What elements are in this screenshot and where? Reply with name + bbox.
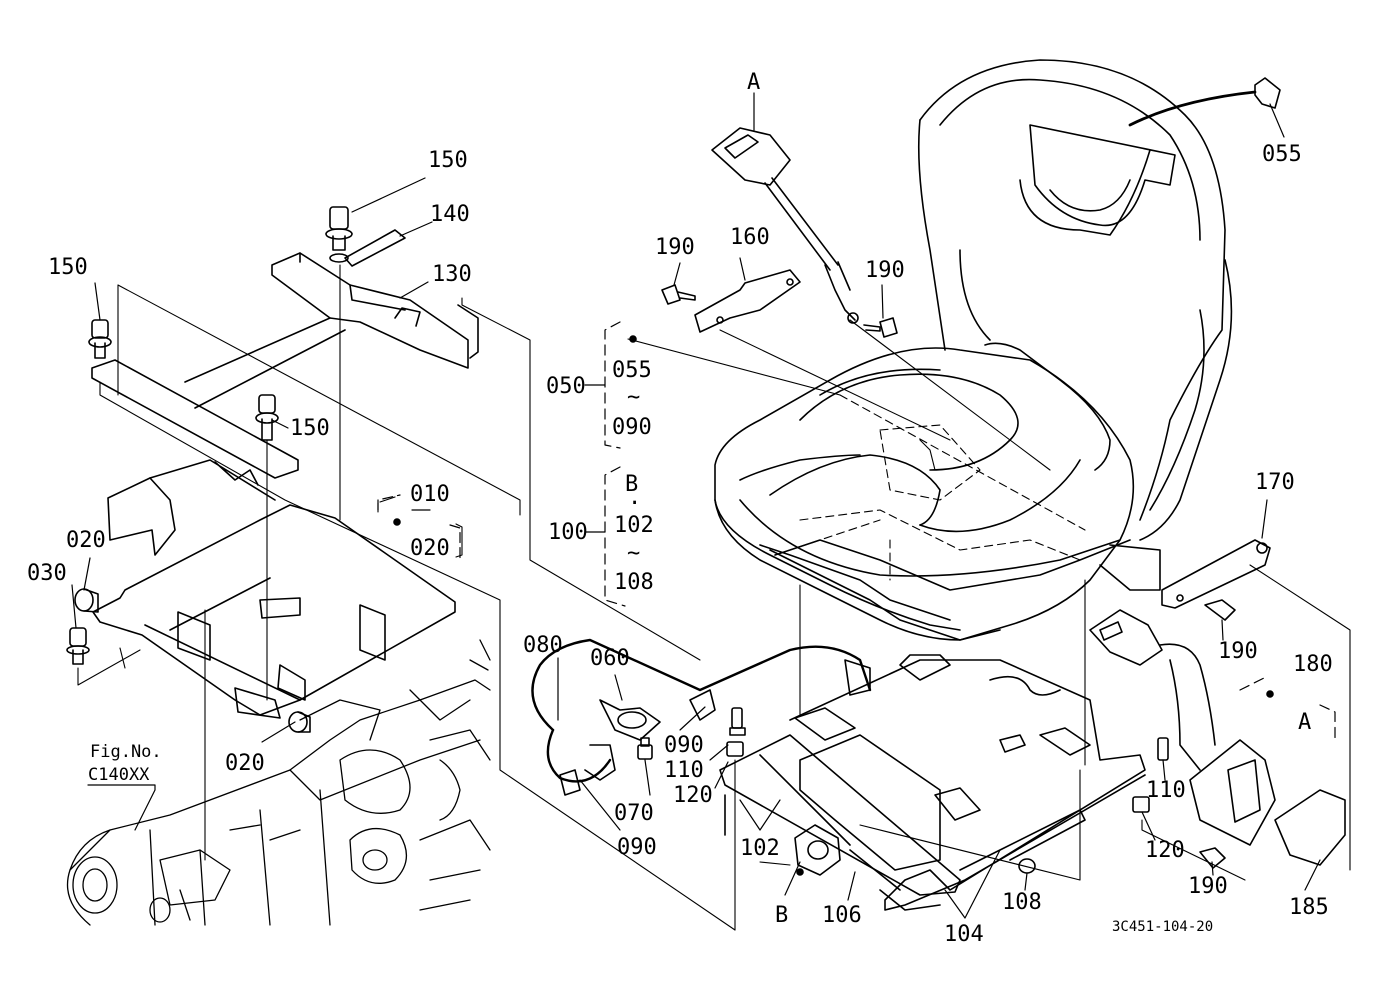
bolt-icon xyxy=(255,394,279,441)
callout-100: 100 xyxy=(548,520,588,545)
bolt-icon xyxy=(88,319,112,359)
seat-belt-icon xyxy=(711,127,859,324)
callout-055-top: 055 xyxy=(1262,142,1302,167)
upper-mounting-bracket xyxy=(271,229,479,369)
callout-102-range: 102 xyxy=(614,513,654,538)
callout-020-bottom: 020 xyxy=(225,751,265,776)
callout-120-right: 120 xyxy=(1145,838,1185,863)
callout-020-left: 020 xyxy=(66,528,106,553)
bracket-icon xyxy=(694,269,801,333)
group-dot xyxy=(1266,690,1274,698)
callout-190-left: 190 xyxy=(655,235,695,260)
callout-104: 104 xyxy=(944,922,984,947)
lever-cable xyxy=(531,638,872,796)
fig-number-label: Fig.No. xyxy=(90,742,162,762)
nut-icon xyxy=(1018,858,1036,874)
group-dot xyxy=(629,335,637,343)
callout-B-bottom: B xyxy=(775,903,789,928)
group-dot xyxy=(796,868,804,876)
fig-leader-line xyxy=(87,784,156,831)
callout-080: 080 xyxy=(523,633,563,658)
washer-icon xyxy=(74,588,99,613)
group-bracket-010 xyxy=(377,494,461,559)
fig-reference[interactable]: C140XX xyxy=(88,765,150,785)
callout-190-bottom: 190 xyxy=(1188,874,1228,899)
callout-108-bottom: 108 xyxy=(1002,890,1042,915)
clip-icon xyxy=(1128,77,1281,127)
callout-020-group: 020 xyxy=(410,536,450,561)
bolt-icon xyxy=(661,284,696,305)
group-bracket-050 xyxy=(604,321,621,449)
range-dot: · xyxy=(628,491,642,516)
callout-120-left: 120 xyxy=(673,783,713,808)
seat-icon xyxy=(714,59,1233,641)
bolt-icon xyxy=(1157,737,1169,761)
callout-190-right-mid: 190 xyxy=(1218,639,1258,664)
callout-150-left: 150 xyxy=(48,255,88,280)
callout-130: 130 xyxy=(432,262,472,287)
callout-150-top: 150 xyxy=(428,148,468,173)
group-bracket-180 xyxy=(1239,675,1336,741)
group-dot xyxy=(393,518,401,526)
callout-leaders xyxy=(71,92,1321,919)
callout-102-bottom: 102 xyxy=(740,836,780,861)
callout-090-mid: 090 xyxy=(664,733,704,758)
washer-icon xyxy=(288,711,311,733)
bolt-icon xyxy=(1204,599,1236,621)
callout-150-mid: 150 xyxy=(290,416,330,441)
callout-090-range: 090 xyxy=(612,415,652,440)
callout-185: 185 xyxy=(1289,895,1329,920)
seat-belt-icon xyxy=(1089,609,1346,866)
callout-090-bottom: 090 xyxy=(617,835,657,860)
bolt-icon xyxy=(66,627,90,665)
slide-rail-icon xyxy=(719,654,1146,911)
knob-icon xyxy=(794,824,841,876)
bolt-icon xyxy=(325,206,353,263)
callout-110-left: 110 xyxy=(664,758,704,783)
callout-030: 030 xyxy=(27,561,67,586)
callout-170: 170 xyxy=(1255,470,1295,495)
callout-A-top: A xyxy=(747,70,761,95)
hidden-lines xyxy=(774,394,1086,581)
bracket-icon xyxy=(1161,539,1271,609)
callout-106: 106 xyxy=(822,903,862,928)
callout-180: 180 xyxy=(1293,652,1333,677)
callout-055-range: 055 xyxy=(612,358,652,383)
callout-A-right: A xyxy=(1298,710,1312,735)
callout-060: 060 xyxy=(590,646,630,671)
callout-190-right: 190 xyxy=(865,258,905,283)
callout-B-range: B xyxy=(625,472,639,497)
range-tilde-1: ~ xyxy=(627,385,641,410)
bolt-icon xyxy=(729,707,746,736)
callout-110-right: 110 xyxy=(1146,778,1186,803)
callout-010: 010 xyxy=(410,482,450,507)
callout-050: 050 xyxy=(546,374,586,399)
assembly-guide-lines xyxy=(77,264,736,931)
drawing-code: 3C451-104-20 xyxy=(1112,919,1214,935)
tractor-frame-reference xyxy=(66,639,491,926)
group-bracket-100 xyxy=(604,466,626,607)
nut-icon xyxy=(637,737,653,760)
nut-icon xyxy=(726,741,744,757)
nut-icon xyxy=(1132,796,1150,813)
callout-140: 140 xyxy=(430,202,470,227)
callout-160: 160 xyxy=(730,225,770,250)
lower-plate xyxy=(91,317,346,479)
bolt-icon xyxy=(863,317,898,338)
range-tilde-2: ~ xyxy=(627,541,641,566)
callout-108-range: 108 xyxy=(614,570,654,595)
callout-070: 070 xyxy=(614,801,654,826)
right-guide-lines xyxy=(627,319,1351,931)
base-frame xyxy=(92,459,456,719)
